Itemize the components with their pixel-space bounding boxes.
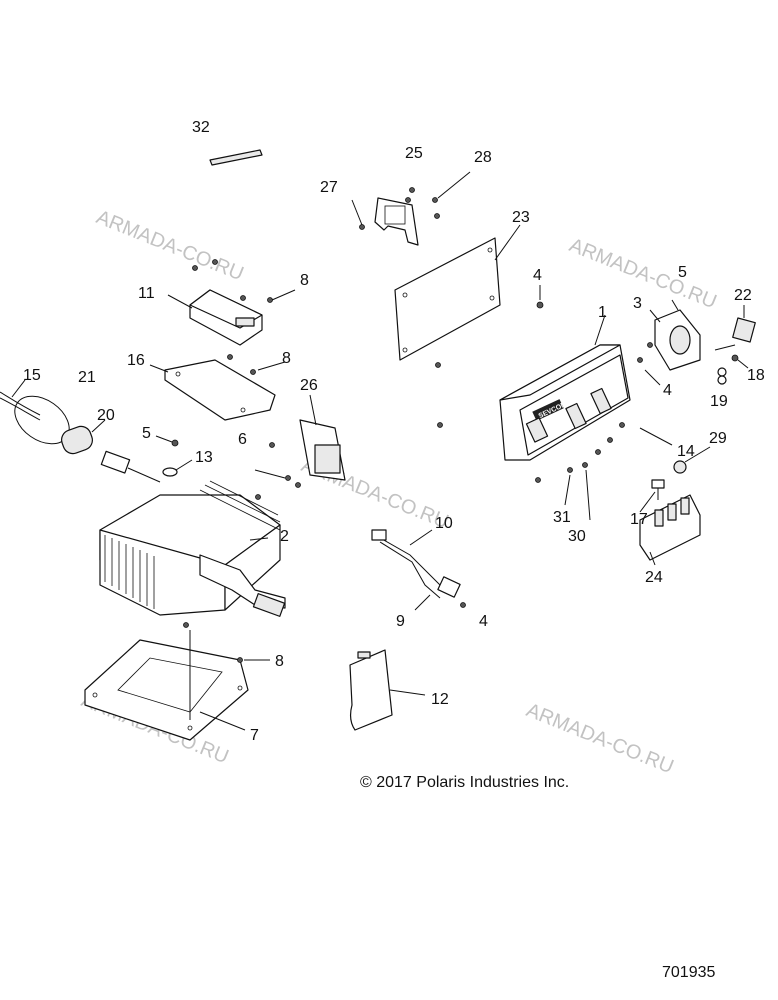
callout-5-a: 5: [678, 264, 687, 281]
callout-2: 2: [280, 528, 289, 545]
callout-18: 18: [747, 367, 765, 384]
callout-16: 16: [127, 352, 145, 369]
connector: [100, 450, 161, 483]
part-7-base-plate: [84, 622, 270, 741]
part-2-charger: [99, 480, 286, 617]
callout-27: 27: [320, 179, 338, 196]
callout-7: 7: [250, 727, 259, 744]
part-24-fuse-block: [639, 494, 701, 566]
part-25-bracket: [351, 171, 471, 246]
callout-11: 11: [138, 285, 155, 302]
callout-6: 6: [238, 431, 247, 448]
callout-23: 23: [512, 209, 530, 226]
callout-8-c: 8: [275, 653, 284, 670]
callout-14: 14: [677, 443, 695, 460]
callout-5-b: 5: [142, 425, 151, 442]
part-3-relay: [637, 299, 701, 386]
part-5-bolt: [155, 435, 179, 447]
callout-30: 30: [568, 528, 586, 545]
watermark: ARMADA-CO.RU: [566, 234, 720, 313]
callout-28: 28: [474, 149, 492, 166]
part-18-nut: [731, 354, 749, 369]
part-13-washer: [162, 459, 193, 477]
callout-4-a: 4: [533, 267, 542, 284]
callout-22: 22: [734, 287, 752, 304]
part-1-controller: SEVCON: [499, 285, 673, 521]
callout-26: 26: [300, 377, 318, 394]
callout-29: 29: [709, 430, 727, 447]
callout-21: 21: [78, 369, 96, 386]
part-23-plate: [394, 224, 521, 428]
callout-24: 24: [645, 569, 663, 586]
part-15-cable: [0, 379, 41, 421]
part-17-stud: [639, 479, 665, 513]
part-16-bracket-plate: [149, 354, 286, 421]
part-9-harness: [371, 529, 466, 611]
callout-3: 3: [633, 295, 642, 312]
callout-32: 32: [192, 119, 210, 136]
part-22-connector: [714, 305, 756, 351]
callout-20: 20: [97, 407, 115, 424]
part-29-nut: [673, 446, 711, 474]
callout-8-b: 8: [282, 350, 291, 367]
part-20-ferrite: [61, 419, 106, 455]
callout-4-b: 4: [663, 382, 672, 399]
callout-10: 10: [435, 515, 453, 532]
watermark: ARMADA-CO.RU: [523, 699, 677, 778]
callout-19: 19: [710, 393, 728, 410]
callout-4-c: 4: [479, 613, 488, 630]
part-26-ecu: [254, 394, 346, 488]
drawing-number: 701935: [662, 964, 715, 981]
callout-1: 1: [598, 304, 607, 321]
copyright-text: © 2017 Polaris Industries Inc.: [360, 774, 569, 791]
watermark: ARMADA-CO.RU: [93, 206, 247, 285]
part-19-washer: [717, 367, 727, 385]
callout-8-a: 8: [300, 272, 309, 289]
callout-25: 25: [405, 145, 423, 162]
callout-31: 31: [553, 509, 571, 526]
callout-9: 9: [396, 613, 405, 630]
part-11-module: [167, 259, 296, 346]
part-12-cover: [349, 649, 426, 731]
callout-13: 13: [195, 449, 213, 466]
part-32-strip: [209, 149, 263, 166]
callout-15: 15: [23, 367, 41, 384]
callout-12: 12: [431, 691, 449, 708]
callout-17: 17: [630, 511, 648, 528]
